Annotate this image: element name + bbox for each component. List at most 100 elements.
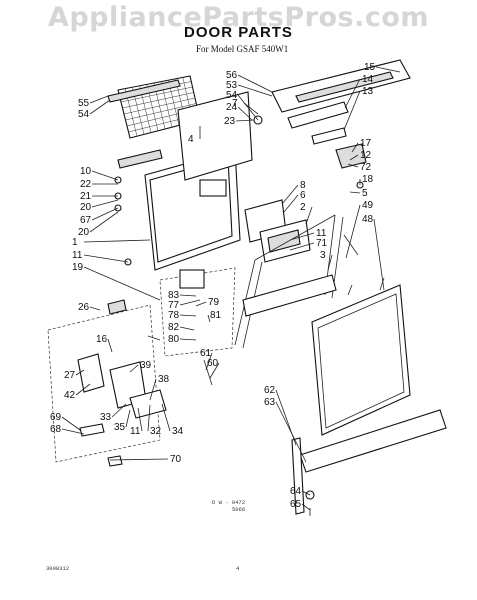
callout-55: 55 [78,98,90,109]
callout-54: 54 [226,90,238,101]
leader-line [89,211,119,233]
leader-line [111,403,127,418]
leader-line [83,266,161,301]
callout-82: 82 [168,322,180,333]
grille-slat [123,97,196,115]
leader-line [161,403,171,432]
leader-line [61,416,81,431]
leader-line [179,314,197,317]
leader-line [275,401,307,463]
callout-20: 20 [78,227,90,238]
callout-8: 8 [300,180,306,191]
callout-16: 16 [96,334,108,345]
callout-11: 11 [130,426,141,437]
callout-22: 22 [80,179,92,190]
callout-18: 18 [362,174,374,185]
callout-11: 11 [72,250,83,261]
handle-assembly [244,199,311,263]
callout-68: 68 [50,424,62,435]
leader-line [301,503,311,511]
callout-78: 78 [168,310,180,321]
callout-35: 35 [114,422,126,433]
door-liner-frame [234,214,344,349]
footer-page: 4 [236,565,240,572]
callout-4: 4 [188,134,194,145]
callout-70: 70 [170,454,182,465]
callout-15: 15 [364,62,376,73]
grille-slat [120,86,193,103]
callout-6: 6 [300,190,306,201]
leader-line [61,428,85,435]
callout-67: 67 [80,215,92,226]
callout-14: 14 [362,74,374,85]
leader-line [345,204,361,259]
console-panel [271,59,411,145]
leader-line [305,206,313,225]
callout-69: 69 [50,412,62,423]
leader-line [347,163,359,168]
leader-line [375,66,401,73]
leader-line [179,299,201,306]
outer-door-panel [311,277,411,436]
callout-56: 56 [226,70,238,81]
leader-line [89,99,111,115]
leader-line [179,294,197,297]
callout-12: 12 [360,150,372,161]
drawing-sub-number: 5066 [232,506,246,513]
callout-53: 53 [226,80,238,91]
footer-code: 3098312 [46,565,70,572]
callout-5: 5 [362,188,368,199]
leader-line [344,78,361,109]
leader-line [109,458,169,461]
leader-line [283,194,299,213]
misc-fasteners [79,115,367,516]
leader-line [237,74,273,93]
callout-13: 13 [362,86,374,97]
leader-line [83,254,129,263]
callout-7: 7 [232,98,238,109]
callout-3: 3 [320,250,326,261]
grille-slat [125,103,197,121]
leader-line [281,184,299,205]
callout-32: 32 [150,426,162,437]
callout-72: 72 [360,162,372,173]
leader-line [107,338,113,353]
callout-38: 38 [158,374,170,385]
leader-line [147,404,151,432]
leader-line [343,90,361,131]
drawing-number: D W - 0472 [212,499,246,506]
callout-34: 34 [172,426,184,437]
callout-62: 62 [264,385,276,396]
callout-33: 33 [100,412,112,423]
callout-10: 10 [80,166,92,177]
leader-line [195,301,207,307]
callout-24: 24 [226,102,238,113]
leader-line [75,369,85,376]
leader-line [209,362,220,379]
callout-80: 80 [168,334,180,345]
callout-54: 54 [78,109,90,120]
callout-27: 27 [64,370,76,381]
leader-line [91,170,119,181]
leader-line [91,207,119,221]
callout-21: 21 [80,191,92,202]
callout-19: 19 [72,262,84,273]
leader-line [75,383,91,396]
callout-26: 26 [78,302,90,313]
leader-line [237,106,253,121]
callout-17: 17 [360,138,372,149]
callout-39: 39 [140,360,152,371]
watermark: AppliancePartsPros.com [47,2,430,33]
callout-81: 81 [210,310,222,321]
callout-65: 65 [290,499,302,510]
leader-lines [61,66,401,511]
callout-71: 71 [316,238,328,249]
model-subtitle: For Model GSAF 540W1 [196,44,289,54]
callout-48: 48 [362,214,374,225]
leader-line [301,490,311,496]
callout-83: 83 [168,290,180,301]
callout-1: 1 [72,237,78,248]
leader-line [205,352,213,371]
